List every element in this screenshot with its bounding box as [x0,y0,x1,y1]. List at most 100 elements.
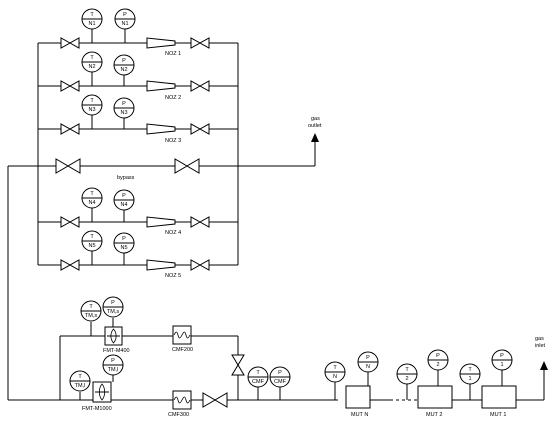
svg-text:N3: N3 [88,107,95,113]
gauges: TN1 PN1 TN2 PN2 TN3 PN3 TN4 PN4 TN5 PN5 … [69,8,513,392]
nozzle-symbol [146,259,176,271]
valve-symbol [67,158,81,174]
svg-text:P: P [111,300,115,306]
valve-symbol [60,80,72,92]
svg-text:N2: N2 [120,67,127,73]
valve-symbol [190,123,202,135]
valve-symbol [68,259,80,271]
svg-text:T: T [90,55,94,61]
gauge-p-tms: P TM,s [102,296,124,318]
mut-1-box [481,385,517,409]
valve-symbol [60,259,72,271]
fmt-m400-label: FMT-M400 [103,348,130,354]
gauge-t-mut-2: T2 [396,363,418,385]
flow-meters [92,325,192,410]
valve-symbol [190,37,202,49]
nozzle-label-3: NOZ 3 [165,138,181,144]
svg-text:T: T [78,374,82,380]
valve-symbol [68,37,80,49]
valve-symbol [68,80,80,92]
gauge-p-mut-1: P1 [491,349,513,371]
gauge-t-n4: T N4 [81,187,103,209]
valve-symbol [202,392,216,408]
gauge-p-cmf: P CMF [269,366,291,388]
svg-text:N2: N2 [88,64,95,70]
gauge-t-mut-n: TN [324,361,346,383]
svg-text:T: T [468,367,472,373]
valve-symbol [68,123,80,135]
svg-text:TM,s: TM,s [107,309,119,315]
valve-symbol [190,259,202,271]
gas-outlet-label-line2: outlet [308,123,322,129]
labels: NOZ 1 NOZ 2 NOZ 3 NOZ 4 NOZ 5 bypass gas… [82,51,546,418]
svg-text:2: 2 [436,362,439,368]
mut-2-label: MUT 2 [426,412,442,418]
svg-text:P: P [122,193,126,199]
mut-n-label: MUT N [351,412,368,418]
cmf300-label: CMF300 [168,412,189,418]
nozzle-label-4: NOZ 4 [165,230,181,236]
svg-text:P: P [366,355,370,361]
gas-inlet-label-line1: gas [535,336,544,342]
piping [7,29,548,401]
nozzle-label-2: NOZ 2 [165,95,181,101]
svg-text:N: N [333,374,337,380]
svg-text:TM,l: TM,l [108,367,119,373]
gauge-t-tms: TTM,s [80,300,102,322]
svg-text:1: 1 [468,376,471,382]
gauge-p-mut-2: P2 [427,349,449,371]
gauge-p-n1: PN1 [114,8,136,30]
gauge-t-mut-1: T1 [459,363,481,385]
valve-symbol [60,216,72,228]
svg-text:N4: N4 [120,202,127,208]
svg-text:P: P [122,58,126,64]
nozzle-symbol [146,37,176,49]
svg-text:1: 1 [500,362,503,368]
valve-symbol [198,80,210,92]
gauge-t-cmf: T CMF [247,366,269,388]
valves [55,37,245,408]
nozzle-symbol [146,123,176,135]
valve-symbol [231,354,245,366]
svg-text:P: P [278,370,282,376]
valve-symbol [190,216,202,228]
gas-inlet-label-line2: inlet [535,343,546,349]
valve-symbol [186,158,200,174]
nozzles [146,37,176,271]
svg-text:N5: N5 [120,245,127,251]
svg-text:T: T [90,191,94,197]
gauge-p-n2: P N2 [113,54,135,76]
svg-text:T: T [89,304,93,310]
svg-text:T: T [90,234,94,240]
turbine-meter-m400 [104,326,123,346]
valve-symbol [198,259,210,271]
svg-text:N1: N1 [121,21,128,27]
svg-text:N3: N3 [120,110,127,116]
svg-text:N1: N1 [88,21,95,27]
nozzle-symbol [146,80,176,92]
svg-text:CMF: CMF [274,379,287,385]
coriolis-meter-cmf300 [172,390,192,410]
bypass-label: bypass [117,175,135,181]
gauge-t-n2: T N2 [81,51,103,73]
valve-symbol [198,216,210,228]
svg-text:2: 2 [405,376,408,382]
valve-symbol [231,364,245,376]
svg-text:P: P [122,101,126,107]
svg-text:T: T [90,98,94,104]
gas-outlet-label-line1: gas [311,116,320,122]
valve-symbol [68,216,80,228]
svg-text:N4: N4 [88,200,95,206]
valve-symbol [214,392,228,408]
turbine-meter-m1000 [92,381,112,403]
gauge-t-n5: TN5 [81,230,103,252]
svg-text:CMF: CMF [252,379,265,385]
cmf200-label: CMF200 [172,347,193,353]
gauge-t-n3: T N3 [81,94,103,116]
svg-text:P: P [500,353,504,359]
valve-symbol [55,158,69,174]
gauge-p-tml: PTM,l [102,354,124,376]
svg-text:T: T [256,370,260,376]
valve-symbol [190,80,202,92]
